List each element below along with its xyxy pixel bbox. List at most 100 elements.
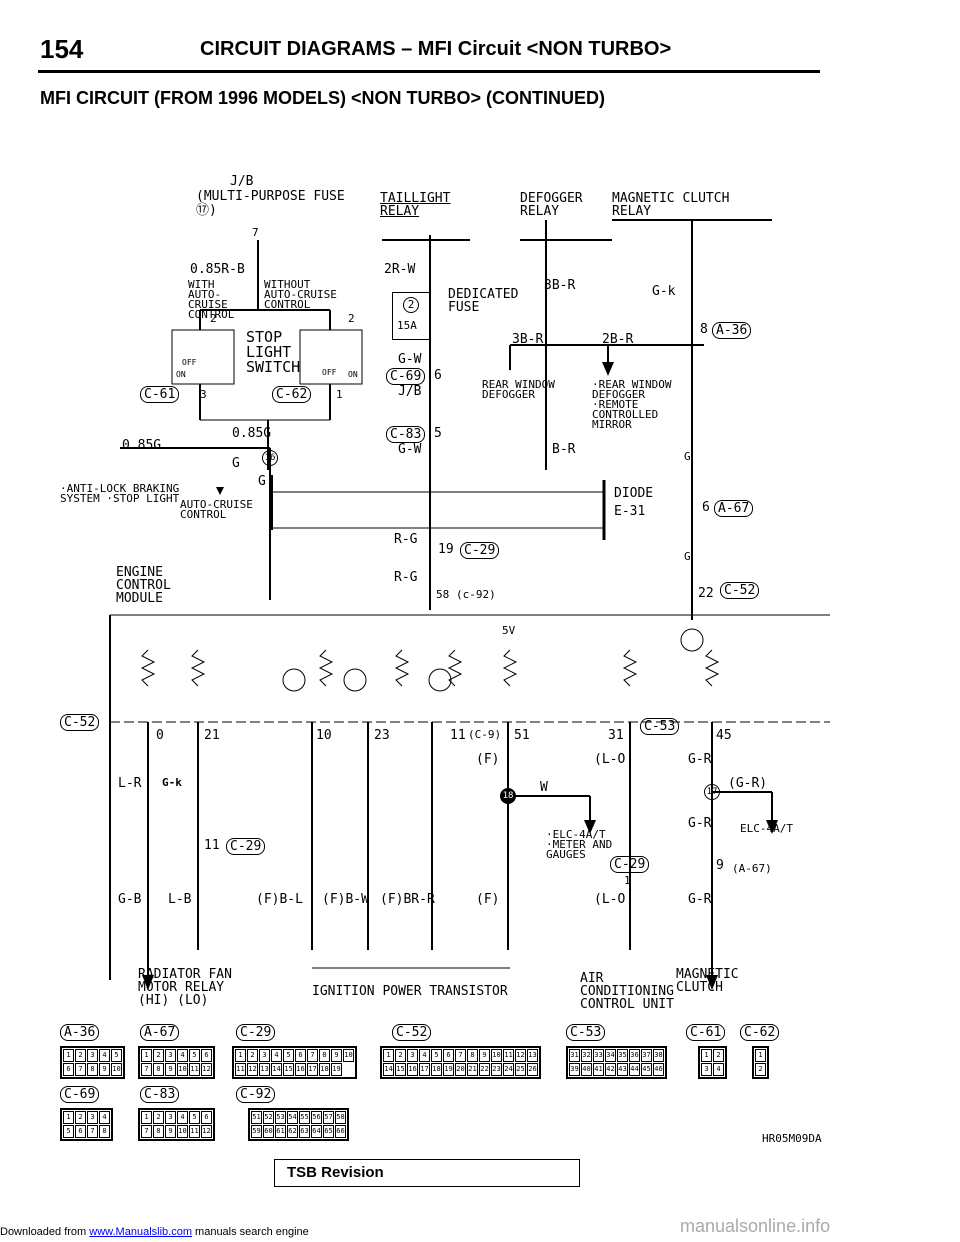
diode-id: E-31 (614, 504, 646, 519)
pin-label: 6 (434, 368, 442, 383)
defogger-relay-label: DEFOGGER RELAY (520, 191, 583, 219)
connector-pin: 3 (165, 1049, 176, 1062)
connector-pin: 5 (283, 1049, 294, 1062)
connector-pin: 8 (153, 1125, 164, 1138)
connector-pin: 10 (491, 1049, 502, 1062)
pin-label: 3 (200, 388, 207, 401)
connector-pin: 21 (467, 1063, 478, 1076)
connector-pin: 7 (455, 1049, 466, 1062)
wire-label: 2R-W (384, 262, 416, 277)
pin-label: 51 (514, 728, 530, 743)
connector-pin: 9 (99, 1063, 110, 1076)
connector-pin: 3 (407, 1049, 418, 1062)
with-cruise-label: WITH AUTO-CRUISE CONTROL (188, 278, 235, 321)
pin-label: 21 (204, 728, 220, 743)
connector-pin: 12 (201, 1063, 212, 1076)
wire-label: R-G (394, 532, 418, 547)
pin-label: 11 (450, 728, 466, 743)
connector-pin: 12 (201, 1125, 212, 1138)
connector-pin: 3 (701, 1063, 712, 1076)
connector-pin: 11 (235, 1063, 246, 1076)
antilock-label: ·ANTI-LOCK BRAKING SYSTEM ·STOP LIGHT (60, 482, 180, 505)
connector-c52: C-52 (60, 714, 100, 731)
connector-pin: 55 (299, 1111, 310, 1124)
off-label: OFF (322, 368, 337, 377)
ignition-transistor-label: IGNITION POWER TRANSISTOR (312, 984, 508, 999)
wire-label: 0.85G (122, 438, 162, 453)
fuse-pin: 7 (252, 226, 259, 239)
connector-pin: 2 (713, 1049, 724, 1062)
connector-pin: 61 (275, 1125, 286, 1138)
connector-pin: 10 (177, 1063, 188, 1076)
connector-pin: 1 (755, 1049, 766, 1062)
connector-a67-ref: (A-67) (732, 862, 772, 875)
jb-label: J/B (230, 174, 254, 189)
connector-c83: C-83 (140, 1086, 180, 1103)
connector-pin: 17 (419, 1063, 430, 1076)
wire-label: G-k (652, 284, 676, 299)
pin-label: 17 (704, 784, 720, 800)
stop-light-switch-label: STOP LIGHT SWITCH (246, 328, 301, 376)
connector-c62: C-62 (740, 1024, 780, 1041)
connector-c29: C-29 (226, 838, 266, 855)
connector-c62: C-62 (272, 386, 312, 403)
connector-pin: 16 (295, 1063, 306, 1076)
wire-label: 0.85G (232, 426, 272, 441)
connector-pin: 36 (629, 1049, 640, 1062)
tsb-revision-box: TSB Revision (274, 1159, 580, 1187)
tsb-revision-label: TSB Revision (287, 1164, 384, 1181)
pin-label: 23 (374, 728, 390, 743)
connector-pin: 1 (63, 1049, 74, 1062)
connector-c52: C-52 (720, 582, 760, 599)
connector-pin: 62 (287, 1125, 298, 1138)
connector-pin: 1 (141, 1049, 152, 1062)
connector-pin: 1 (141, 1111, 152, 1124)
connector-pin: 1 (63, 1111, 74, 1124)
connector-c52: C-52 (392, 1024, 432, 1041)
connector-pin: 43 (617, 1063, 628, 1076)
rear-window-defogger-label: REAR WINDOW DEFOGGER (482, 378, 555, 401)
section-title: MFI CIRCUIT (FROM 1996 MODELS) <NON TURB… (40, 88, 606, 108)
connector-pin: 4 (419, 1049, 430, 1062)
connector-pin: 6 (443, 1049, 454, 1062)
pin-label: 1 (336, 388, 343, 401)
connector-pin: 5 (431, 1049, 442, 1062)
wire-label: G-W (398, 352, 422, 367)
connector-c92: C-92 (236, 1086, 276, 1103)
connector-pin: 9 (331, 1049, 342, 1062)
footer-link[interactable]: www.Manualslib.com (89, 1226, 192, 1238)
connector-pin: 17 (307, 1063, 318, 1076)
connector-pin: 24 (503, 1063, 514, 1076)
wire-label: B-R (552, 442, 576, 457)
wire-label: R-G (394, 570, 418, 585)
connector-pin: 31 (569, 1049, 580, 1062)
wire-label: 2B-R (602, 332, 634, 347)
connector-pin: 3 (87, 1111, 98, 1124)
wire-label: W (540, 780, 548, 795)
connector-pin: 15 (395, 1063, 406, 1076)
connector-pin: 10 (111, 1063, 122, 1076)
connector-pin: 41 (593, 1063, 604, 1076)
pin-label: 6 (702, 500, 710, 515)
connector-c69: C-69 (386, 368, 426, 385)
auto-cruise-label: AUTO-CRUISE CONTROL (180, 498, 253, 521)
connector-pin: 12 (515, 1049, 526, 1062)
connector-pin: 8 (153, 1063, 164, 1076)
connector-pin: 54 (287, 1111, 298, 1124)
pin-label: 31 (608, 728, 624, 743)
wire-label: G-R (688, 892, 712, 907)
connector-pin: 25 (515, 1063, 526, 1076)
connector-pin: 5 (189, 1111, 200, 1124)
connector-pin: 37 (641, 1049, 652, 1062)
connector-pin: 7 (141, 1125, 152, 1138)
connector-c29: C-29 (460, 542, 500, 559)
connector-pin: 1 (701, 1049, 712, 1062)
